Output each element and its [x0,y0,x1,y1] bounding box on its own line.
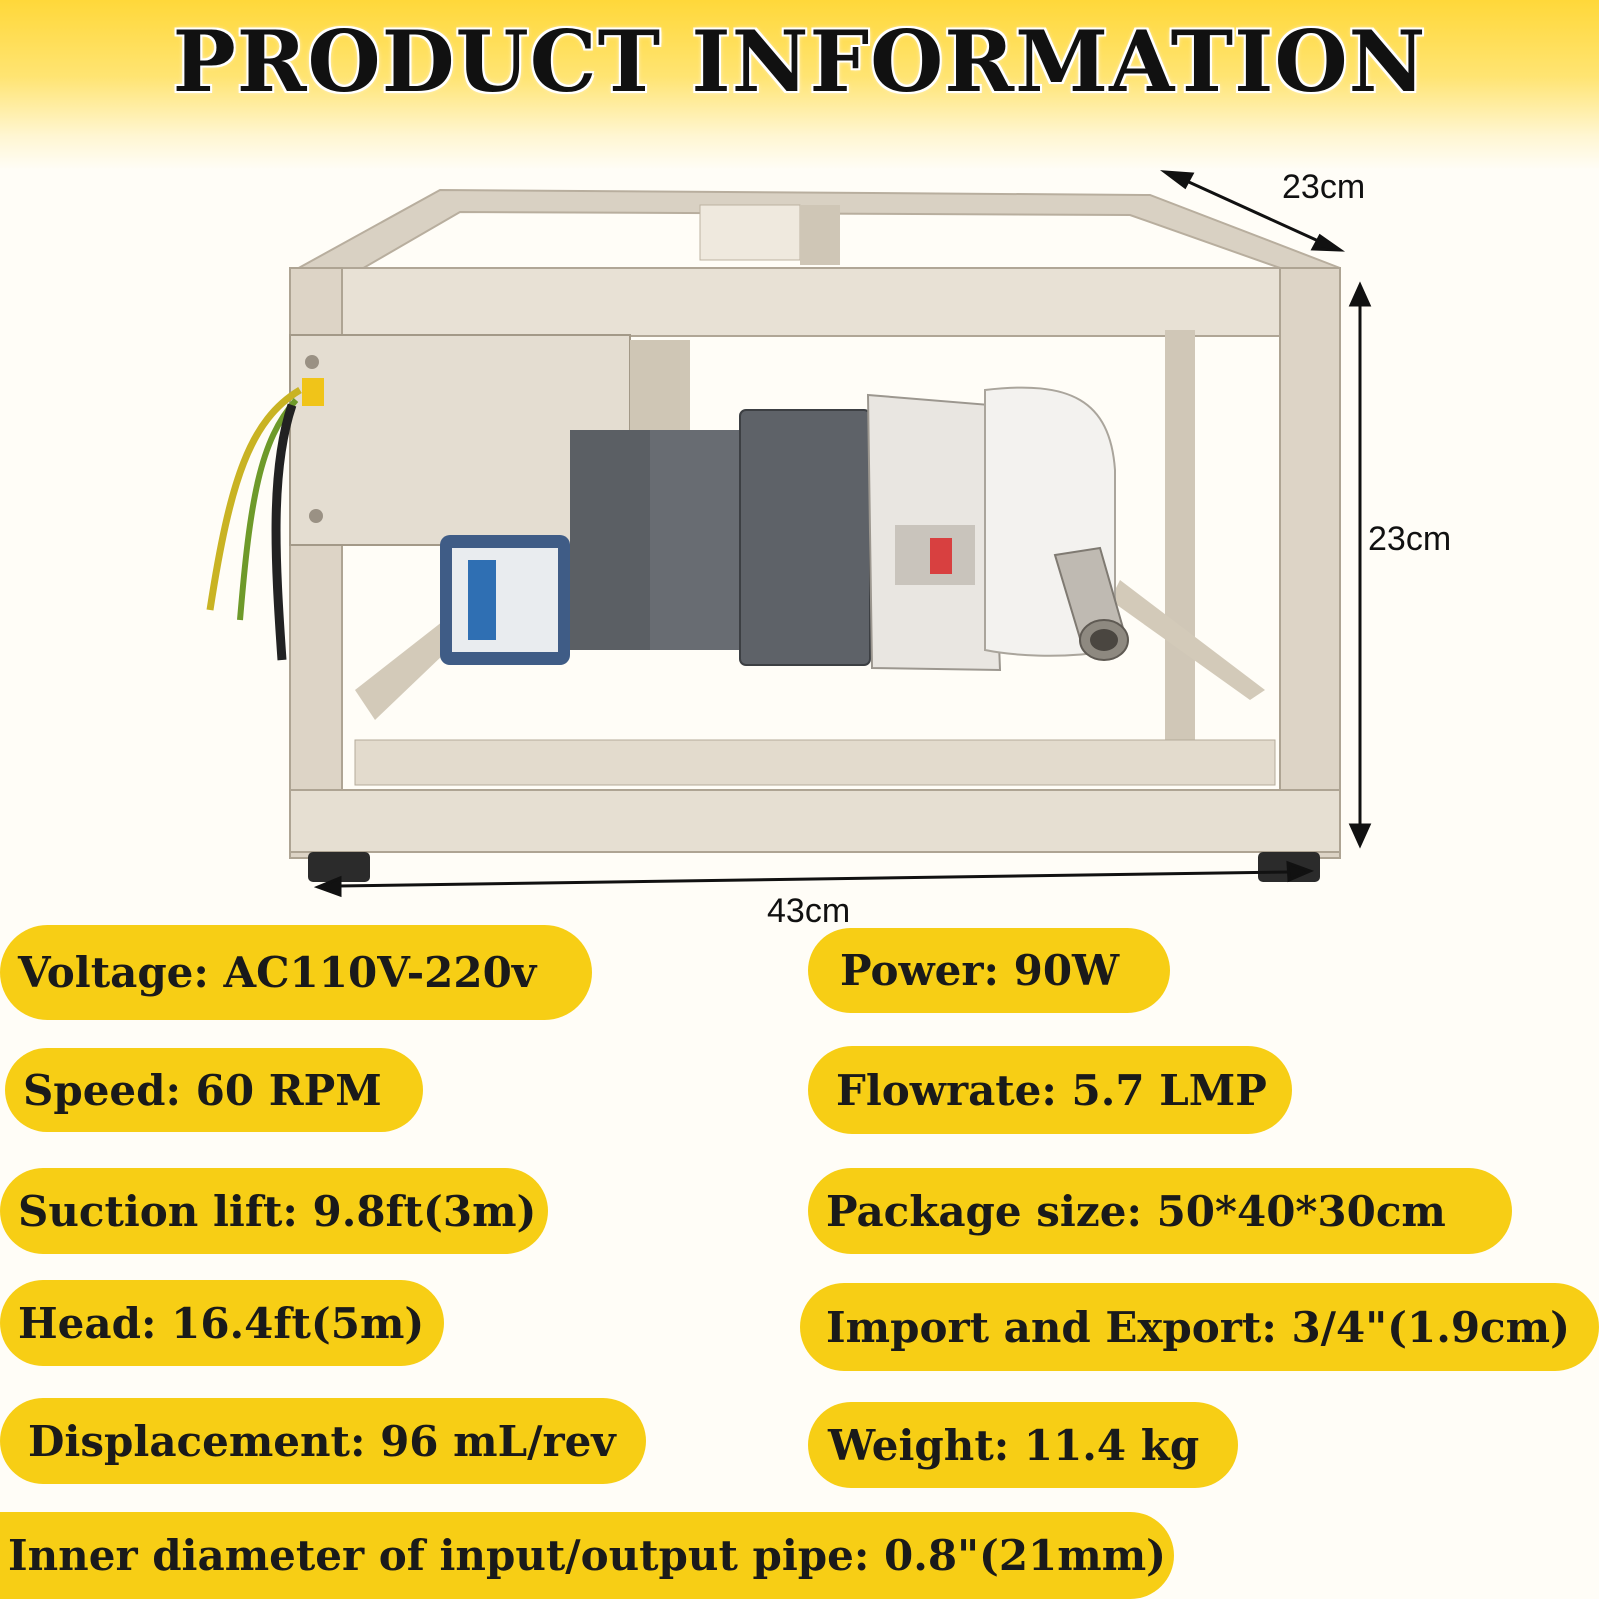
spec-suction-lift: Suction lift: 9.8ft(3m) [0,1168,548,1254]
spec-head: Head: 16.4ft(5m) [0,1280,444,1366]
width-dimension-label: 43cm [767,892,851,930]
spec-flowrate: Flowrate: 5.7 LMP [808,1046,1292,1134]
header-band [0,0,1599,170]
height-dimension-label: 23cm [1368,520,1452,558]
spec-inner-diameter: Inner diameter of input/output pipe: 0.8… [0,1512,1174,1599]
depth-dimension-label: 23cm [1282,168,1366,206]
product-image [206,170,1372,898]
spec-speed: Speed: 60 RPM [5,1048,423,1132]
spec-package-size: Package size: 50*40*30cm [808,1168,1512,1254]
page-title: PRODUCT INFORMATION [172,12,1427,111]
spec-weight: Weight: 11.4 kg [808,1402,1238,1488]
spec-import-export: Import and Export: 3/4"(1.9cm) [800,1283,1599,1371]
spec-displacement: Displacement: 96 mL/rev [0,1398,646,1484]
spec-power: Power: 90W [808,928,1170,1013]
spec-voltage: Voltage: AC110V-220v [0,925,592,1020]
